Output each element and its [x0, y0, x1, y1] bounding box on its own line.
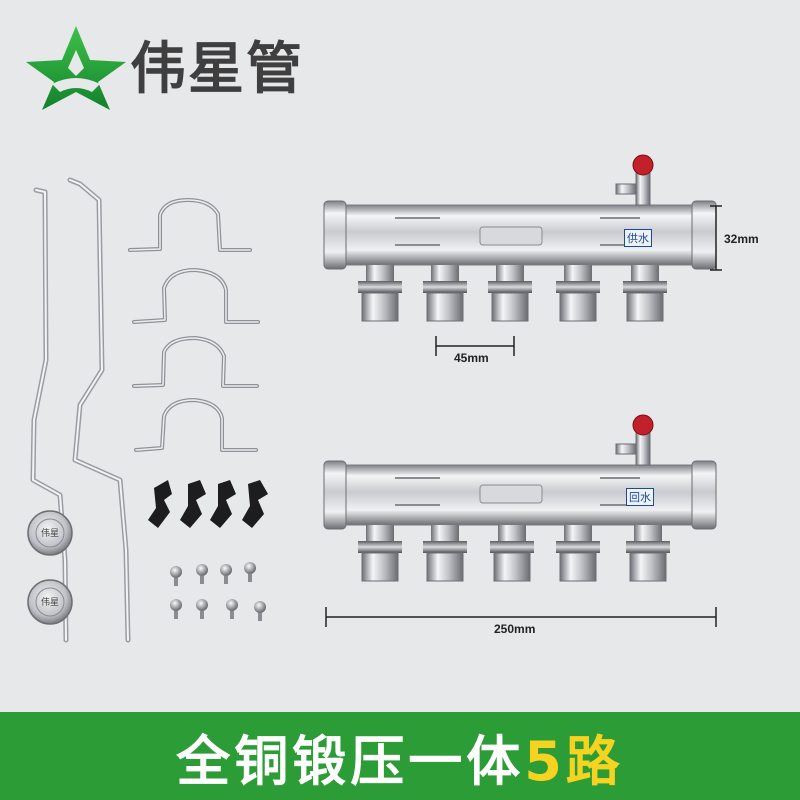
end-cap-1-mark: 伟星 — [40, 529, 59, 539]
rubber-pads — [148, 480, 268, 528]
spacing-dimension-label: 45mm — [454, 351, 489, 365]
return-water-tag: 回水 — [626, 488, 654, 506]
green-star-logo-icon — [26, 26, 126, 110]
dimension-lines — [325, 205, 722, 627]
screws — [170, 562, 266, 621]
mounting-bracket-1-highlight — [32, 189, 67, 641]
mounting-bracket-2-highlight — [69, 179, 129, 641]
banner-main-text: 全铜锻压一体 — [176, 729, 525, 793]
pipe-clips — [128, 198, 260, 452]
banner-highlight-text: 5路 — [524, 729, 624, 793]
height-dimension-label: 32mm — [724, 232, 759, 246]
mounting-bracket-1 — [30, 187, 69, 643]
length-dimension-label: 250mm — [494, 622, 536, 636]
top-manifold-outlets — [358, 265, 667, 322]
feature-banner: 全铜锻压一体 5路 — [0, 712, 800, 800]
accessories-illustration — [27, 154, 722, 643]
bottom-manifold-outlets — [358, 525, 670, 582]
supply-water-tag: 供水 — [624, 229, 652, 247]
pipe-clips-highlight — [129, 199, 259, 451]
end-cap-1 — [27, 510, 73, 556]
end-cap-2-mark: 伟星 — [40, 598, 59, 608]
brand-name: 伟星管 — [130, 37, 304, 102]
top-manifold — [323, 154, 717, 322]
bottom-manifold — [323, 414, 717, 582]
end-cap-2 — [27, 579, 73, 625]
